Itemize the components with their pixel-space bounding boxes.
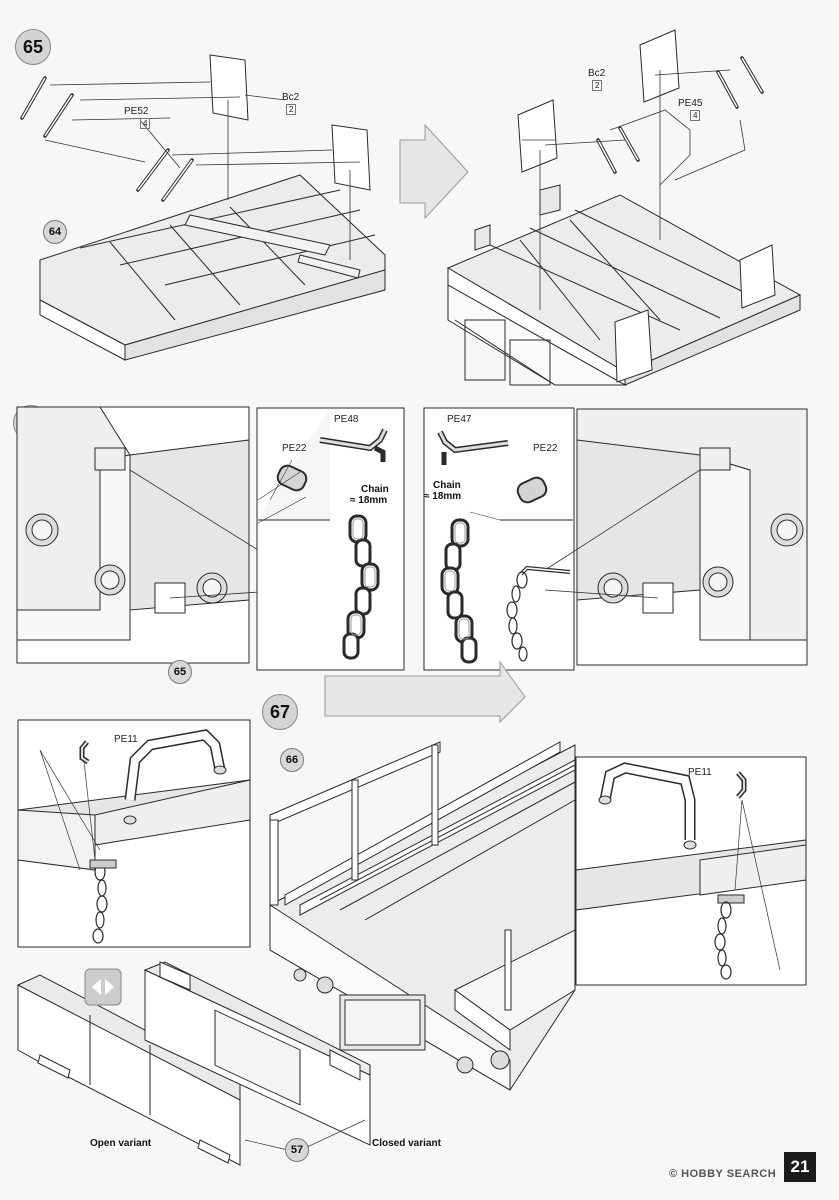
step-66-ref-part: 65 [168, 660, 192, 684]
step-65-pe52-qty: 4 [140, 118, 151, 129]
chain-size-left: ≈ 18mm [350, 495, 388, 506]
pe22-label-right: PE22 [533, 443, 558, 454]
step-65-pe45-qty: 4 [690, 110, 701, 121]
step-65-bc2-label-left: Bc2 [282, 92, 300, 103]
chain-label-left: Chain [361, 484, 389, 495]
chain-size-right: ≈ 18mm [424, 491, 462, 502]
step-67-ref-part-66: 66 [280, 748, 304, 772]
step-65-ref-part: 64 [43, 220, 67, 244]
step-67-ref-part-57: 57 [285, 1138, 309, 1162]
page-number: 21 [784, 1152, 816, 1182]
watermark-text: © HOBBY SEARCH [669, 1168, 777, 1180]
step-65-pe52-label: PE52 [124, 106, 149, 117]
step-67-number: 67 [262, 694, 298, 730]
pe48-label: PE48 [334, 414, 359, 425]
pe47-label: PE47 [447, 414, 472, 425]
step-65-bc2-label-right: Bc2 [588, 68, 606, 79]
step-65-bc2-qty-left: 2 [286, 104, 297, 115]
pe11-label-right: PE11 [688, 767, 712, 778]
pe22-label-left: PE22 [282, 443, 307, 454]
chain-label-right: Chain [433, 480, 461, 491]
pe11-label-left: PE11 [114, 734, 138, 745]
step-65-number: 65 [15, 29, 51, 65]
step-65-pe45-label: PE45 [678, 98, 703, 109]
closed-variant-label: Closed variant [372, 1138, 441, 1149]
step-65-bc2-qty-right: 2 [592, 80, 603, 91]
open-variant-label: Open variant [90, 1138, 152, 1149]
